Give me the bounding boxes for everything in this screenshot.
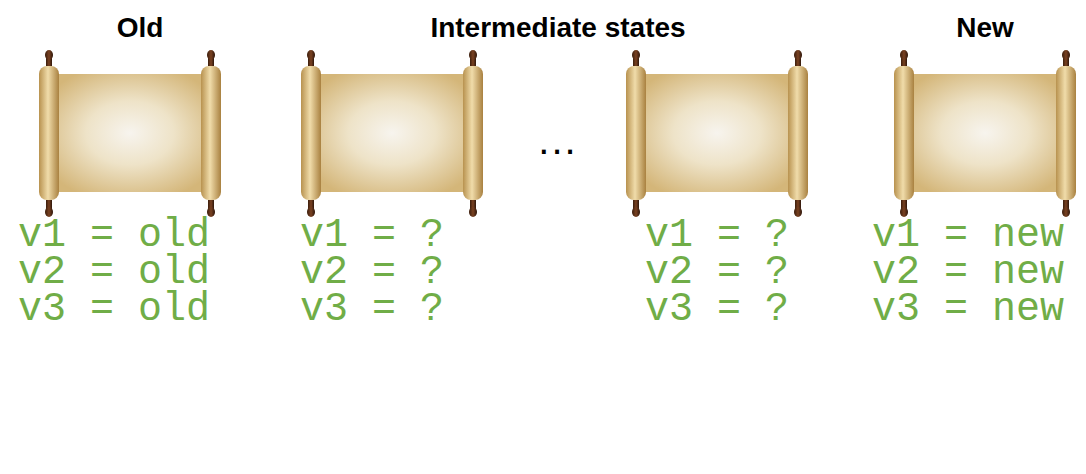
state-value: v2 = old [18, 254, 210, 291]
state-value: v2 = new [872, 254, 1064, 291]
column-heading: New [956, 11, 1014, 45]
scroll-icon [301, 50, 483, 217]
column-heading: Intermediate states [430, 11, 685, 45]
state-value: v2 = ? [300, 254, 444, 291]
state-value: v3 = ? [300, 291, 444, 328]
state-value: v2 = ? [645, 254, 789, 291]
state-value: v1 = old [18, 217, 210, 254]
state-value: v1 = new [872, 217, 1064, 254]
column-heading: Old [117, 11, 164, 45]
state-value: v3 = old [18, 291, 210, 328]
state-value: v1 = ? [645, 217, 789, 254]
scroll-icon [626, 50, 808, 217]
state-value: v1 = ? [300, 217, 444, 254]
scroll-icon [894, 50, 1076, 217]
state-value: v3 = new [872, 291, 1064, 328]
state-value: v3 = ? [645, 291, 789, 328]
ellipsis-mark: ... [538, 120, 577, 160]
scroll-icon [39, 50, 221, 217]
